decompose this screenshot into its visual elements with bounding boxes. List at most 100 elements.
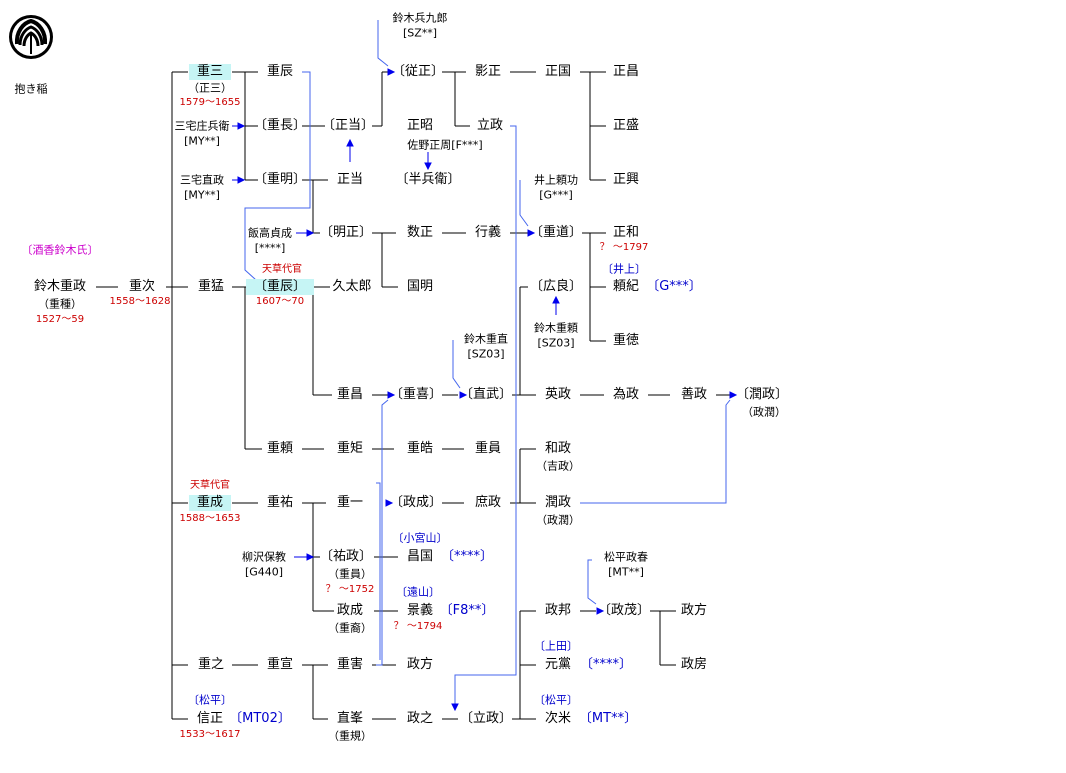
person-tamemasa[interactable]: 為政 bbox=[612, 387, 640, 402]
person-juichi[interactable]: 重一 bbox=[336, 495, 364, 510]
person-kageyoshi-code: 〔F8**〕 bbox=[439, 603, 495, 618]
person-shigenari-title: 天草代官 bbox=[190, 480, 230, 491]
person-yukiyoshi[interactable]: 行義 bbox=[474, 225, 502, 240]
person-junsei-alias: （政潤） bbox=[742, 405, 786, 419]
person-masakuni[interactable]: 正国 bbox=[544, 64, 572, 79]
person-shigemasa2[interactable]: 重昌 bbox=[336, 387, 364, 402]
person-hanbee[interactable]: 〔半兵衛〕 bbox=[395, 172, 461, 187]
person-kazumasa[interactable]: 数正 bbox=[406, 225, 434, 240]
person-shigekazu[interactable]: 重員 bbox=[474, 441, 502, 456]
person-shigezou[interactable]: 重三 bbox=[188, 64, 232, 80]
person-shigenori[interactable]: 重徳 bbox=[612, 333, 640, 348]
person-wasei[interactable]: 和政 bbox=[544, 441, 572, 456]
crest-emblem-icon bbox=[8, 14, 54, 60]
adopter-iitaka-code: [****] bbox=[254, 241, 286, 255]
person-shigemasa-alias: （重種） bbox=[38, 297, 82, 311]
person-tsugiyone-code: 〔MT**〕 bbox=[578, 711, 638, 726]
person-shigetoki1[interactable]: 重辰 bbox=[266, 64, 294, 79]
person-hiroyoshi[interactable]: 〔広良〕 bbox=[529, 279, 583, 294]
adopter-miyake-shobee-code: [MY**] bbox=[184, 134, 220, 148]
person-masanari2-alias: （重裔） bbox=[328, 621, 372, 635]
person-shigenori2[interactable]: 重矩 bbox=[336, 441, 364, 456]
person-shigetoki2-dates: 1607～70 bbox=[255, 296, 305, 307]
person-wasei-alias: （吉政） bbox=[536, 459, 580, 473]
person-hidemasa[interactable]: 英政 bbox=[544, 387, 572, 402]
adopter-matsudaira: 松平政春 bbox=[604, 550, 648, 564]
person-junsei2[interactable]: 潤政 bbox=[544, 495, 572, 510]
person-masanari2[interactable]: 政成 bbox=[336, 603, 364, 618]
person-shigetsugu[interactable]: 重次 bbox=[128, 279, 156, 294]
person-masamune1[interactable]: 〔正当〕 bbox=[321, 118, 375, 133]
person-akimasa[interactable]: 〔明正〕 bbox=[319, 225, 373, 240]
person-tsugiyone-clan: 〔松平〕 bbox=[534, 693, 578, 707]
adopter-suzuki-shigeyori-code: [SZ03] bbox=[537, 336, 575, 350]
person-masakazu[interactable]: 正和 bbox=[612, 225, 640, 240]
person-shigemasa[interactable]: 鈴木重政 bbox=[33, 279, 87, 294]
person-masashige[interactable]: 〔政茂〕 bbox=[597, 603, 651, 618]
person-masaaki[interactable]: 正昭 bbox=[406, 118, 434, 133]
person-shigeaki[interactable]: 〔重明〕 bbox=[253, 172, 307, 187]
person-kagemasa[interactable]: 影正 bbox=[474, 64, 502, 79]
adopter-miyake-naomasa-code: [MY**] bbox=[184, 188, 220, 202]
person-kyutaro[interactable]: 久太郎 bbox=[332, 279, 372, 294]
person-shigeyoshi[interactable]: 〔重喜〕 bbox=[389, 387, 443, 402]
person-kageyoshi-dates: ？ ～1794 bbox=[393, 621, 443, 632]
person-shigetoki2[interactable]: 〔重辰〕 bbox=[245, 279, 315, 295]
person-ryusei2[interactable]: 〔立政〕 bbox=[459, 711, 513, 726]
person-masamori[interactable]: 正盛 bbox=[612, 118, 640, 133]
person-shigemichi[interactable]: 〔重道〕 bbox=[529, 225, 583, 240]
adopter-suzuki-shigenao-code: [SZ03] bbox=[467, 347, 505, 361]
person-tsugiyone[interactable]: 次米 bbox=[544, 711, 572, 726]
adopter-miyake-naomasa: 三宅直政 bbox=[180, 173, 224, 187]
person-masayuki[interactable]: 政之 bbox=[406, 711, 434, 726]
person-nobumasa[interactable]: 信正 bbox=[196, 711, 224, 726]
person-masanari1[interactable]: 〔政成〕 bbox=[389, 495, 443, 510]
adopter-suzuki-hyokuro-code: [SZ**] bbox=[402, 26, 438, 40]
person-jusho[interactable]: 〔従正〕 bbox=[391, 64, 445, 79]
person-shigetoki2-title: 天草代官 bbox=[262, 264, 302, 275]
person-shigesuke[interactable]: 重祐 bbox=[266, 495, 294, 510]
person-yoshimasa[interactable]: 善政 bbox=[680, 387, 708, 402]
person-shomasa[interactable]: 庶政 bbox=[474, 495, 502, 510]
person-masamune2[interactable]: 正当 bbox=[336, 172, 364, 187]
person-yorinori-clan: 〔井上〕 bbox=[602, 262, 646, 276]
person-junsei[interactable]: 〔潤政〕 bbox=[735, 387, 789, 402]
person-yusei[interactable]: 〔祐政〕 bbox=[319, 549, 373, 564]
person-masakata1[interactable]: 政方 bbox=[406, 657, 434, 672]
person-kunitaka[interactable]: 国明 bbox=[406, 279, 434, 294]
person-shigeyori[interactable]: 重頼 bbox=[266, 441, 294, 456]
person-masakuni3[interactable]: 政邦 bbox=[544, 603, 572, 618]
person-shigezou-alias: （正三） bbox=[188, 81, 232, 95]
person-naotaka[interactable]: 直峯 bbox=[336, 711, 364, 726]
adopter-miyake-shobee: 三宅庄兵衛 bbox=[174, 119, 230, 133]
adopter-suzuki-hyokuro: 鈴木兵九郎 bbox=[392, 11, 448, 25]
adopter-iitaka: 飯高貞成 bbox=[248, 226, 292, 240]
person-mototo[interactable]: 元黨 bbox=[544, 657, 572, 672]
person-masaoki[interactable]: 正興 bbox=[612, 172, 640, 187]
person-nobumasa-clan: 〔松平〕 bbox=[188, 693, 232, 707]
person-masaaki2[interactable]: 正昌 bbox=[612, 64, 640, 79]
person-ryusei1[interactable]: 立政 bbox=[476, 118, 504, 133]
adopter-inoue-yorinori: 井上頼功 bbox=[534, 173, 578, 187]
clan-label: 〔酒香鈴木氏〕 bbox=[21, 243, 99, 257]
person-shigenobu[interactable]: 重宣 bbox=[266, 657, 294, 672]
adopter-sano: 佐野正周[F***] bbox=[407, 138, 483, 152]
person-shigemou[interactable]: 重猛 bbox=[197, 279, 225, 294]
person-shigeakira[interactable]: 重皓 bbox=[406, 441, 434, 456]
person-masakuni2[interactable]: 昌国 bbox=[406, 549, 434, 564]
crest-label: 抱き稲 bbox=[14, 82, 48, 96]
person-masakata2[interactable]: 政方 bbox=[680, 603, 708, 618]
person-yorinori[interactable]: 頼紀 bbox=[612, 279, 640, 294]
person-shigenari[interactable]: 重成 bbox=[188, 495, 232, 511]
person-shigeyuki[interactable]: 重之 bbox=[197, 657, 225, 672]
person-shigenari-dates: 1588～1653 bbox=[179, 513, 241, 524]
person-naotake[interactable]: 〔直武〕 bbox=[459, 387, 513, 402]
person-shigekatsu[interactable]: 重害 bbox=[336, 657, 364, 672]
person-shigenaga[interactable]: 〔重長〕 bbox=[253, 118, 307, 133]
person-shigemasa-dates: 1527～59 bbox=[35, 314, 85, 325]
person-masakazu-dates: ？ ～1797 bbox=[599, 242, 649, 253]
adopter-yanagisawa: 柳沢保教 bbox=[242, 550, 286, 564]
person-kageyoshi[interactable]: 景義 bbox=[406, 603, 434, 618]
person-masafusa[interactable]: 政房 bbox=[680, 657, 708, 672]
